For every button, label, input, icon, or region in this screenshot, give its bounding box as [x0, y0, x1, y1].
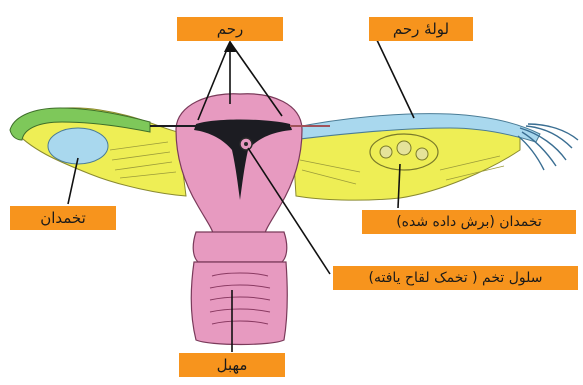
- label-ovary-sectioned: تخمدان (برش داده شده): [362, 210, 576, 234]
- label-fallopian-tube: لولهٔ رحم: [369, 17, 473, 41]
- label-uterus: رحم: [177, 17, 283, 41]
- label-egg-cell: سلول تخم ( تخمک لقاح یافته): [333, 266, 578, 290]
- arrowheads: [224, 40, 236, 52]
- right-fimbriae: [518, 124, 578, 170]
- label-vagina: مهبل: [179, 353, 285, 377]
- vagina: [191, 262, 287, 345]
- label-ovary: تخمدان: [10, 206, 116, 230]
- cervix: [193, 232, 287, 262]
